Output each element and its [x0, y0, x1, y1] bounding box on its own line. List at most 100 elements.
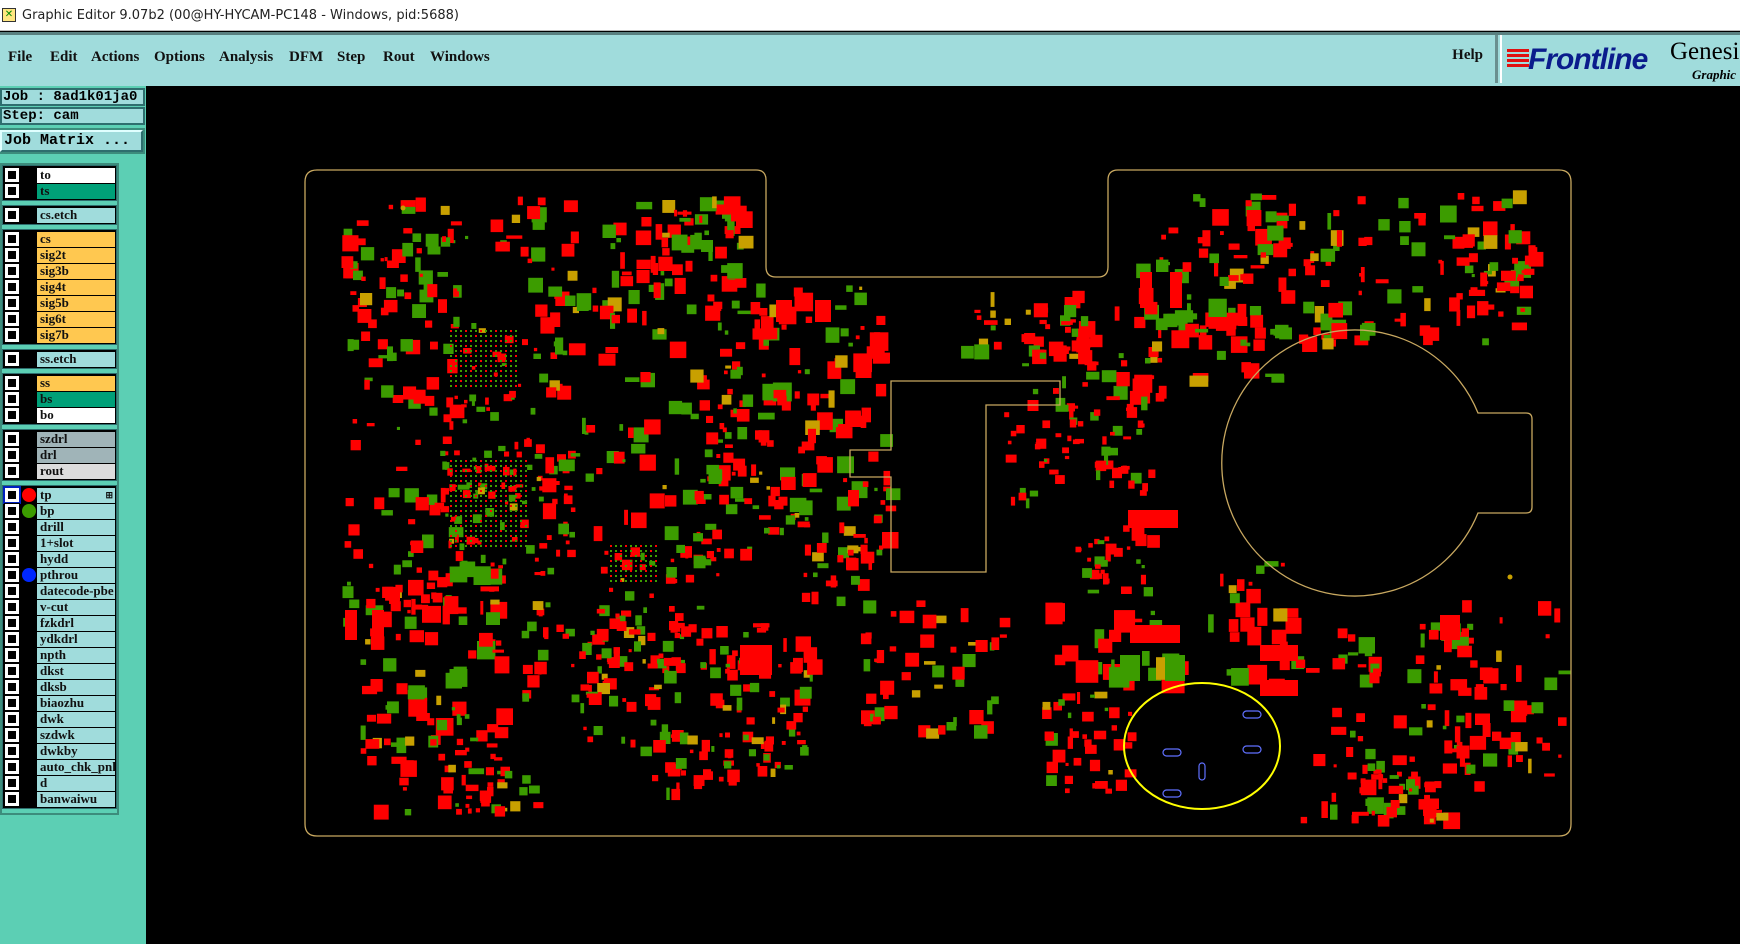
layer-checkbox[interactable] [4, 231, 20, 247]
menu-analysis[interactable]: Analysis [219, 49, 274, 65]
layer-row-hydd[interactable]: hydd [3, 551, 115, 567]
layer-color-dot-icon[interactable] [22, 664, 36, 678]
layer-row-to[interactable]: to [3, 167, 115, 183]
layer-row-cs[interactable]: cs [3, 231, 115, 247]
layer-checkbox[interactable] [4, 663, 20, 679]
layer-checkbox[interactable] [4, 279, 20, 295]
layer-checkbox[interactable] [4, 431, 20, 447]
layer-name[interactable]: hydd [37, 551, 115, 567]
layer-checkbox[interactable] [4, 295, 20, 311]
layer-color-dot-icon[interactable] [22, 464, 36, 478]
layer-color-dot-icon[interactable] [22, 296, 36, 310]
layer-color-dot-icon[interactable] [22, 744, 36, 758]
layer-name[interactable]: sig4t [37, 279, 115, 295]
layer-name[interactable]: sig6t [37, 311, 115, 327]
layer-name[interactable]: ydkdrl [37, 631, 115, 647]
layer-color-dot-icon[interactable] [22, 792, 36, 806]
layer-row-biaozhu[interactable]: biaozhu [3, 695, 115, 711]
layer-color-dot-icon[interactable] [22, 352, 36, 366]
menu-dfm[interactable]: DFM [289, 49, 324, 65]
layer-checkbox[interactable] [4, 519, 20, 535]
layer-name[interactable]: szdrl [37, 431, 115, 447]
layer-name[interactable]: cs [37, 231, 115, 247]
layer-name[interactable]: cs.etch [37, 207, 115, 223]
layer-name[interactable]: banwaiwu [37, 791, 115, 807]
layer-checkbox[interactable] [4, 327, 20, 343]
layer-color-dot-icon[interactable] [22, 328, 36, 342]
layer-name[interactable]: ss [37, 375, 115, 391]
layer-row-auto-chk-pnl[interactable]: auto_chk_pnl [3, 759, 115, 775]
layer-color-dot-icon[interactable] [22, 568, 36, 582]
layer-name[interactable]: auto_chk_pnl [37, 759, 115, 775]
layer-name[interactable]: ts [37, 183, 115, 199]
layer-checkbox[interactable] [4, 263, 20, 279]
layer-row-szdwk[interactable]: szdwk [3, 727, 115, 743]
app-window-icon[interactable]: ✕ [2, 8, 16, 22]
layer-color-dot-icon[interactable] [22, 776, 36, 790]
layer-name[interactable]: 1+slot [37, 535, 115, 551]
layer-color-dot-icon[interactable] [22, 584, 36, 598]
layer-checkbox[interactable] [4, 351, 20, 367]
layer-name[interactable]: dwkby [37, 743, 115, 759]
layer-checkbox[interactable] [4, 679, 20, 695]
layer-row-dkst[interactable]: dkst [3, 663, 115, 679]
layer-row-tp[interactable]: tp⊞ [3, 486, 115, 504]
layer-row-ss[interactable]: ss [3, 375, 115, 391]
layer-row-fzkdrl[interactable]: fzkdrl [3, 615, 115, 631]
layer-checkbox[interactable] [4, 791, 20, 807]
layer-checkbox[interactable] [3, 486, 21, 504]
layer-row-dwk[interactable]: dwk [3, 711, 115, 727]
layer-name[interactable]: sig2t [37, 247, 115, 263]
layer-name[interactable]: fzkdrl [37, 615, 115, 631]
menu-file[interactable]: File [8, 49, 33, 65]
layer-expand-icon[interactable]: ⊞ [105, 489, 113, 500]
layer-row-v-cut[interactable]: v-cut [3, 599, 115, 615]
layer-row-bs[interactable]: bs [3, 391, 115, 407]
job-matrix-button[interactable]: Job Matrix ... [0, 130, 143, 152]
layer-checkbox[interactable] [4, 207, 20, 223]
layer-checkbox[interactable] [4, 183, 20, 199]
layer-color-dot-icon[interactable] [22, 376, 36, 390]
menu-rout[interactable]: Rout [383, 49, 415, 65]
layer-color-dot-icon[interactable] [22, 248, 36, 262]
menu-step[interactable]: Step [337, 49, 366, 65]
layer-color-dot-icon[interactable] [22, 696, 36, 710]
pcb-board-view[interactable] [150, 86, 1740, 944]
layer-name[interactable]: dksb [37, 679, 115, 695]
layer-color-dot-icon[interactable] [22, 448, 36, 462]
layer-row-datecode-pbe[interactable]: datecode-pbe [3, 583, 115, 599]
layer-color-dot-icon[interactable] [22, 600, 36, 614]
layer-checkbox[interactable] [4, 583, 20, 599]
layer-color-dot-icon[interactable] [22, 264, 36, 278]
menu-edit[interactable]: Edit [50, 49, 78, 65]
layer-checkbox[interactable] [4, 615, 20, 631]
layer-row-szdrl[interactable]: szdrl [3, 431, 115, 447]
layer-row-dwkby[interactable]: dwkby [3, 743, 115, 759]
layer-color-dot-icon[interactable] [22, 184, 36, 198]
layer-row-sig2t[interactable]: sig2t [3, 247, 115, 263]
layer-row-sig6t[interactable]: sig6t [3, 311, 115, 327]
menu-help[interactable]: Help [1452, 47, 1483, 63]
layer-color-dot-icon[interactable] [22, 680, 36, 694]
layer-name[interactable]: v-cut [37, 599, 115, 615]
layer-name[interactable]: to [37, 167, 115, 183]
menu-options[interactable]: Options [154, 49, 205, 65]
layer-color-dot-icon[interactable] [22, 504, 36, 518]
layer-checkbox[interactable] [4, 503, 20, 519]
layer-color-dot-icon[interactable] [22, 280, 36, 294]
layer-name[interactable]: dkst [37, 663, 115, 679]
layer-color-dot-icon[interactable] [22, 208, 36, 222]
layer-name[interactable]: drl [37, 447, 115, 463]
layer-checkbox[interactable] [4, 551, 20, 567]
layer-name[interactable]: ss.etch [37, 351, 115, 367]
layer-checkbox[interactable] [4, 167, 20, 183]
layer-checkbox[interactable] [4, 727, 20, 743]
layer-checkbox[interactable] [4, 311, 20, 327]
layer-name[interactable]: bo [37, 407, 115, 423]
layer-row-sig5b[interactable]: sig5b [3, 295, 115, 311]
layer-color-dot-icon[interactable] [22, 632, 36, 646]
layer-name[interactable]: tp⊞ [37, 487, 115, 503]
layer-row-drill[interactable]: drill [3, 519, 115, 535]
layer-checkbox[interactable] [4, 775, 20, 791]
layer-color-dot-icon[interactable] [22, 312, 36, 326]
